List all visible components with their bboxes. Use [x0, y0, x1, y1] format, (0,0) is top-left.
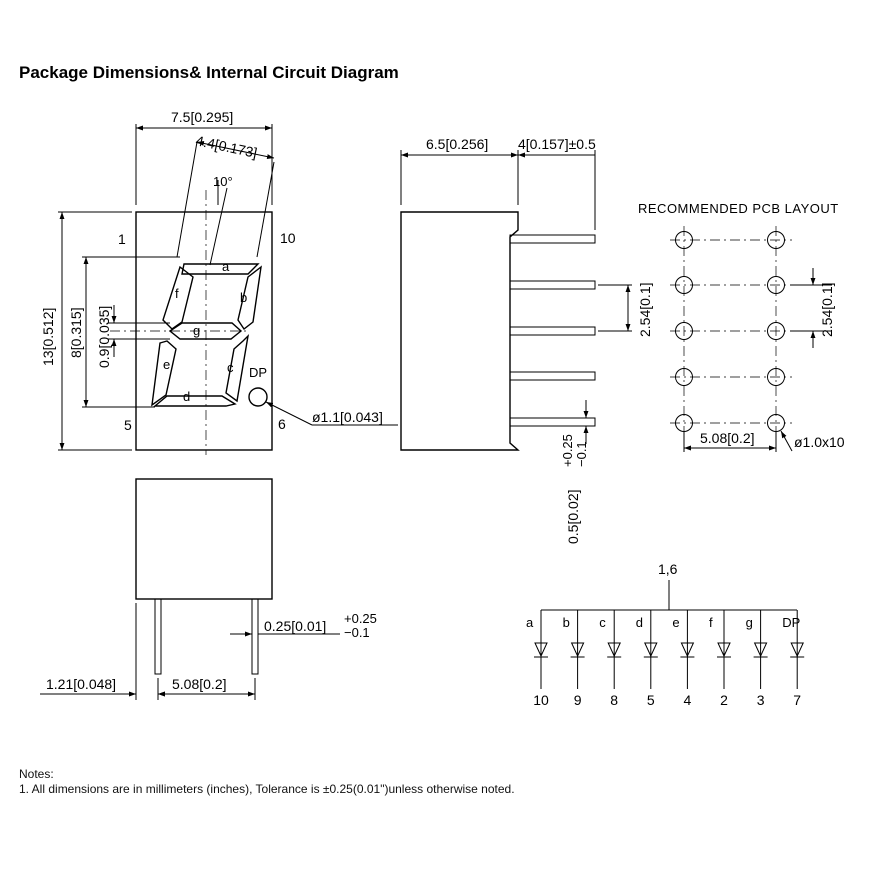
pcb-hole-size-label: ø1.0x10: [794, 434, 845, 450]
circuit-pin-label-9: 9: [574, 692, 582, 708]
diode-d: [644, 642, 658, 658]
pcb-hole: [675, 414, 693, 432]
circuit-segment-label-c: c: [599, 615, 606, 630]
pcb-hole: [767, 276, 785, 294]
circuit-pin-label-2: 2: [720, 692, 728, 708]
bottom-pin-width-tolerance-plus: +0.25: [344, 611, 377, 626]
bottom-pin-right: [251, 598, 259, 675]
digit-width-label: 4.4[0.173]: [194, 132, 258, 161]
circuit-segment-label-e: e: [672, 615, 679, 630]
circuit-pin-label-4: 4: [684, 692, 692, 708]
pin-5-label: 5: [124, 417, 132, 433]
front-view: a b c d e f g DP 1 10 5 6 7.5[0.295] 4.4…: [40, 109, 398, 455]
pcb-row-spacing-label: 5.08[0.2]: [700, 430, 755, 446]
segment-c: [225, 333, 250, 403]
segment-width-label: 0.9[0.035]: [96, 306, 112, 368]
pcb-pitch-label: 2.54[0.1]: [819, 283, 835, 338]
side-pin: [509, 417, 596, 427]
side-body-outline: [400, 211, 520, 451]
common-pin-label: 1,6: [658, 561, 678, 577]
bottom-pin-width-label: 0.25[0.01]: [264, 618, 326, 634]
internal-circuit: 1,6 a 10 b 9 c 8 d 5 e 4 f 2 g 3 DP 7: [526, 561, 805, 708]
segment-e-label: e: [163, 357, 170, 372]
circuit-pin-label-8: 8: [610, 692, 618, 708]
dp-label: DP: [249, 365, 267, 380]
pin-thickness-label: 0.5[0.02]: [565, 490, 581, 545]
depth-dimension-label: 6.5[0.256]: [426, 136, 488, 152]
notes-heading: Notes:: [19, 767, 54, 781]
segment-a: [181, 263, 260, 275]
side-pitch-label: 2.54[0.1]: [637, 283, 653, 338]
pcb-hole-grid: [670, 226, 792, 438]
height-dimension-label: 13[0.512]: [40, 308, 56, 366]
segment-d-label: d: [183, 389, 190, 404]
bottom-view: 0.25[0.01] +0.25 −0.1 1.21[0.048] 5.08[0…: [40, 478, 377, 700]
segment-b: [237, 265, 262, 331]
segment-g: [168, 322, 243, 340]
circuit-segment-label-b: b: [563, 615, 570, 630]
pcb-hole: [767, 231, 785, 249]
digit-height-label: 8[0.315]: [68, 307, 84, 358]
circuit-segment-label-a: a: [526, 615, 534, 630]
circuit-pin-label-3: 3: [757, 692, 765, 708]
diode-b: [570, 642, 585, 658]
side-pin: [509, 371, 596, 381]
pin-6-label: 6: [278, 416, 286, 432]
circuit-channels: a 10 b 9 c 8 d 5 e 4 f 2 g 3 DP 7: [526, 610, 805, 708]
digit-slant-guide-left: [176, 141, 198, 258]
slant-angle-label: 10°: [213, 174, 233, 189]
pcb-hole: [767, 414, 785, 432]
circuit-pin-label-5: 5: [647, 692, 655, 708]
bottom-row-spacing-label: 5.08[0.2]: [172, 676, 227, 692]
digit-slant-guide-right: [256, 161, 275, 258]
decimal-point-circle: [248, 387, 268, 407]
pcb-hole: [675, 231, 693, 249]
segment-a-label: a: [222, 259, 230, 274]
page-title: Package Dimensions& Internal Circuit Dia…: [19, 63, 399, 82]
segment-b-label: b: [240, 290, 247, 305]
pcb-hole: [675, 368, 693, 386]
side-pin: [509, 326, 596, 336]
edge-offset-label: 1.21[0.048]: [46, 676, 116, 692]
bottom-pin-width-tolerance-minus: −0.1: [344, 625, 370, 640]
circuit-pin-label-7: 7: [793, 692, 801, 708]
diode-g: [753, 642, 768, 658]
segment-g-label: g: [193, 323, 200, 338]
pcb-hole: [767, 322, 785, 340]
notes-line-1: 1. All dimensions are in millimeters (in…: [19, 782, 515, 796]
diode-f: [717, 642, 731, 658]
circuit-segment-label-DP: DP: [782, 615, 800, 630]
circuit-pin-label-10: 10: [533, 692, 549, 708]
pcb-layout: RECOMMENDED PCB LAYOUT 2.54[0.1] 5.08[0.…: [638, 201, 845, 452]
bottom-pin-left: [154, 598, 162, 675]
diode-c: [607, 642, 621, 658]
segment-d: [153, 395, 237, 407]
pcb-hole: [675, 322, 693, 340]
diode-e: [680, 642, 695, 658]
pcb-hole: [767, 368, 785, 386]
width-dimension-label: 7.5[0.295]: [171, 109, 233, 125]
side-pin: [509, 280, 596, 290]
side-view: 6.5[0.256] 4[0.157]±0.5 2.54[0.1] 0.5[0.…: [400, 136, 653, 545]
diode-DP: [790, 642, 804, 658]
pin-length-label: 4[0.157]±0.5: [518, 136, 596, 152]
pcb-layout-title: RECOMMENDED PCB LAYOUT: [638, 201, 839, 216]
pin-thickness-tolerance-minus: −0.1: [574, 441, 589, 467]
circuit-segment-label-g: g: [746, 615, 753, 630]
side-pin: [509, 234, 596, 244]
seven-segment-digit: [151, 263, 268, 407]
segment-c-label: c: [227, 360, 234, 375]
circuit-segment-label-f: f: [709, 615, 713, 630]
pin-thickness-tolerance-plus: +0.25: [560, 434, 575, 467]
bottom-body-outline: [135, 478, 273, 600]
dp-diameter-label: ø1.1[0.043]: [312, 409, 383, 425]
pin-10-label: 10: [280, 230, 296, 246]
diode-a: [534, 642, 548, 658]
circuit-segment-label-d: d: [636, 615, 643, 630]
segment-f-label: f: [175, 286, 179, 301]
pin-1-label: 1: [118, 231, 126, 247]
pcb-hole: [675, 276, 693, 294]
segment-e: [151, 340, 177, 407]
